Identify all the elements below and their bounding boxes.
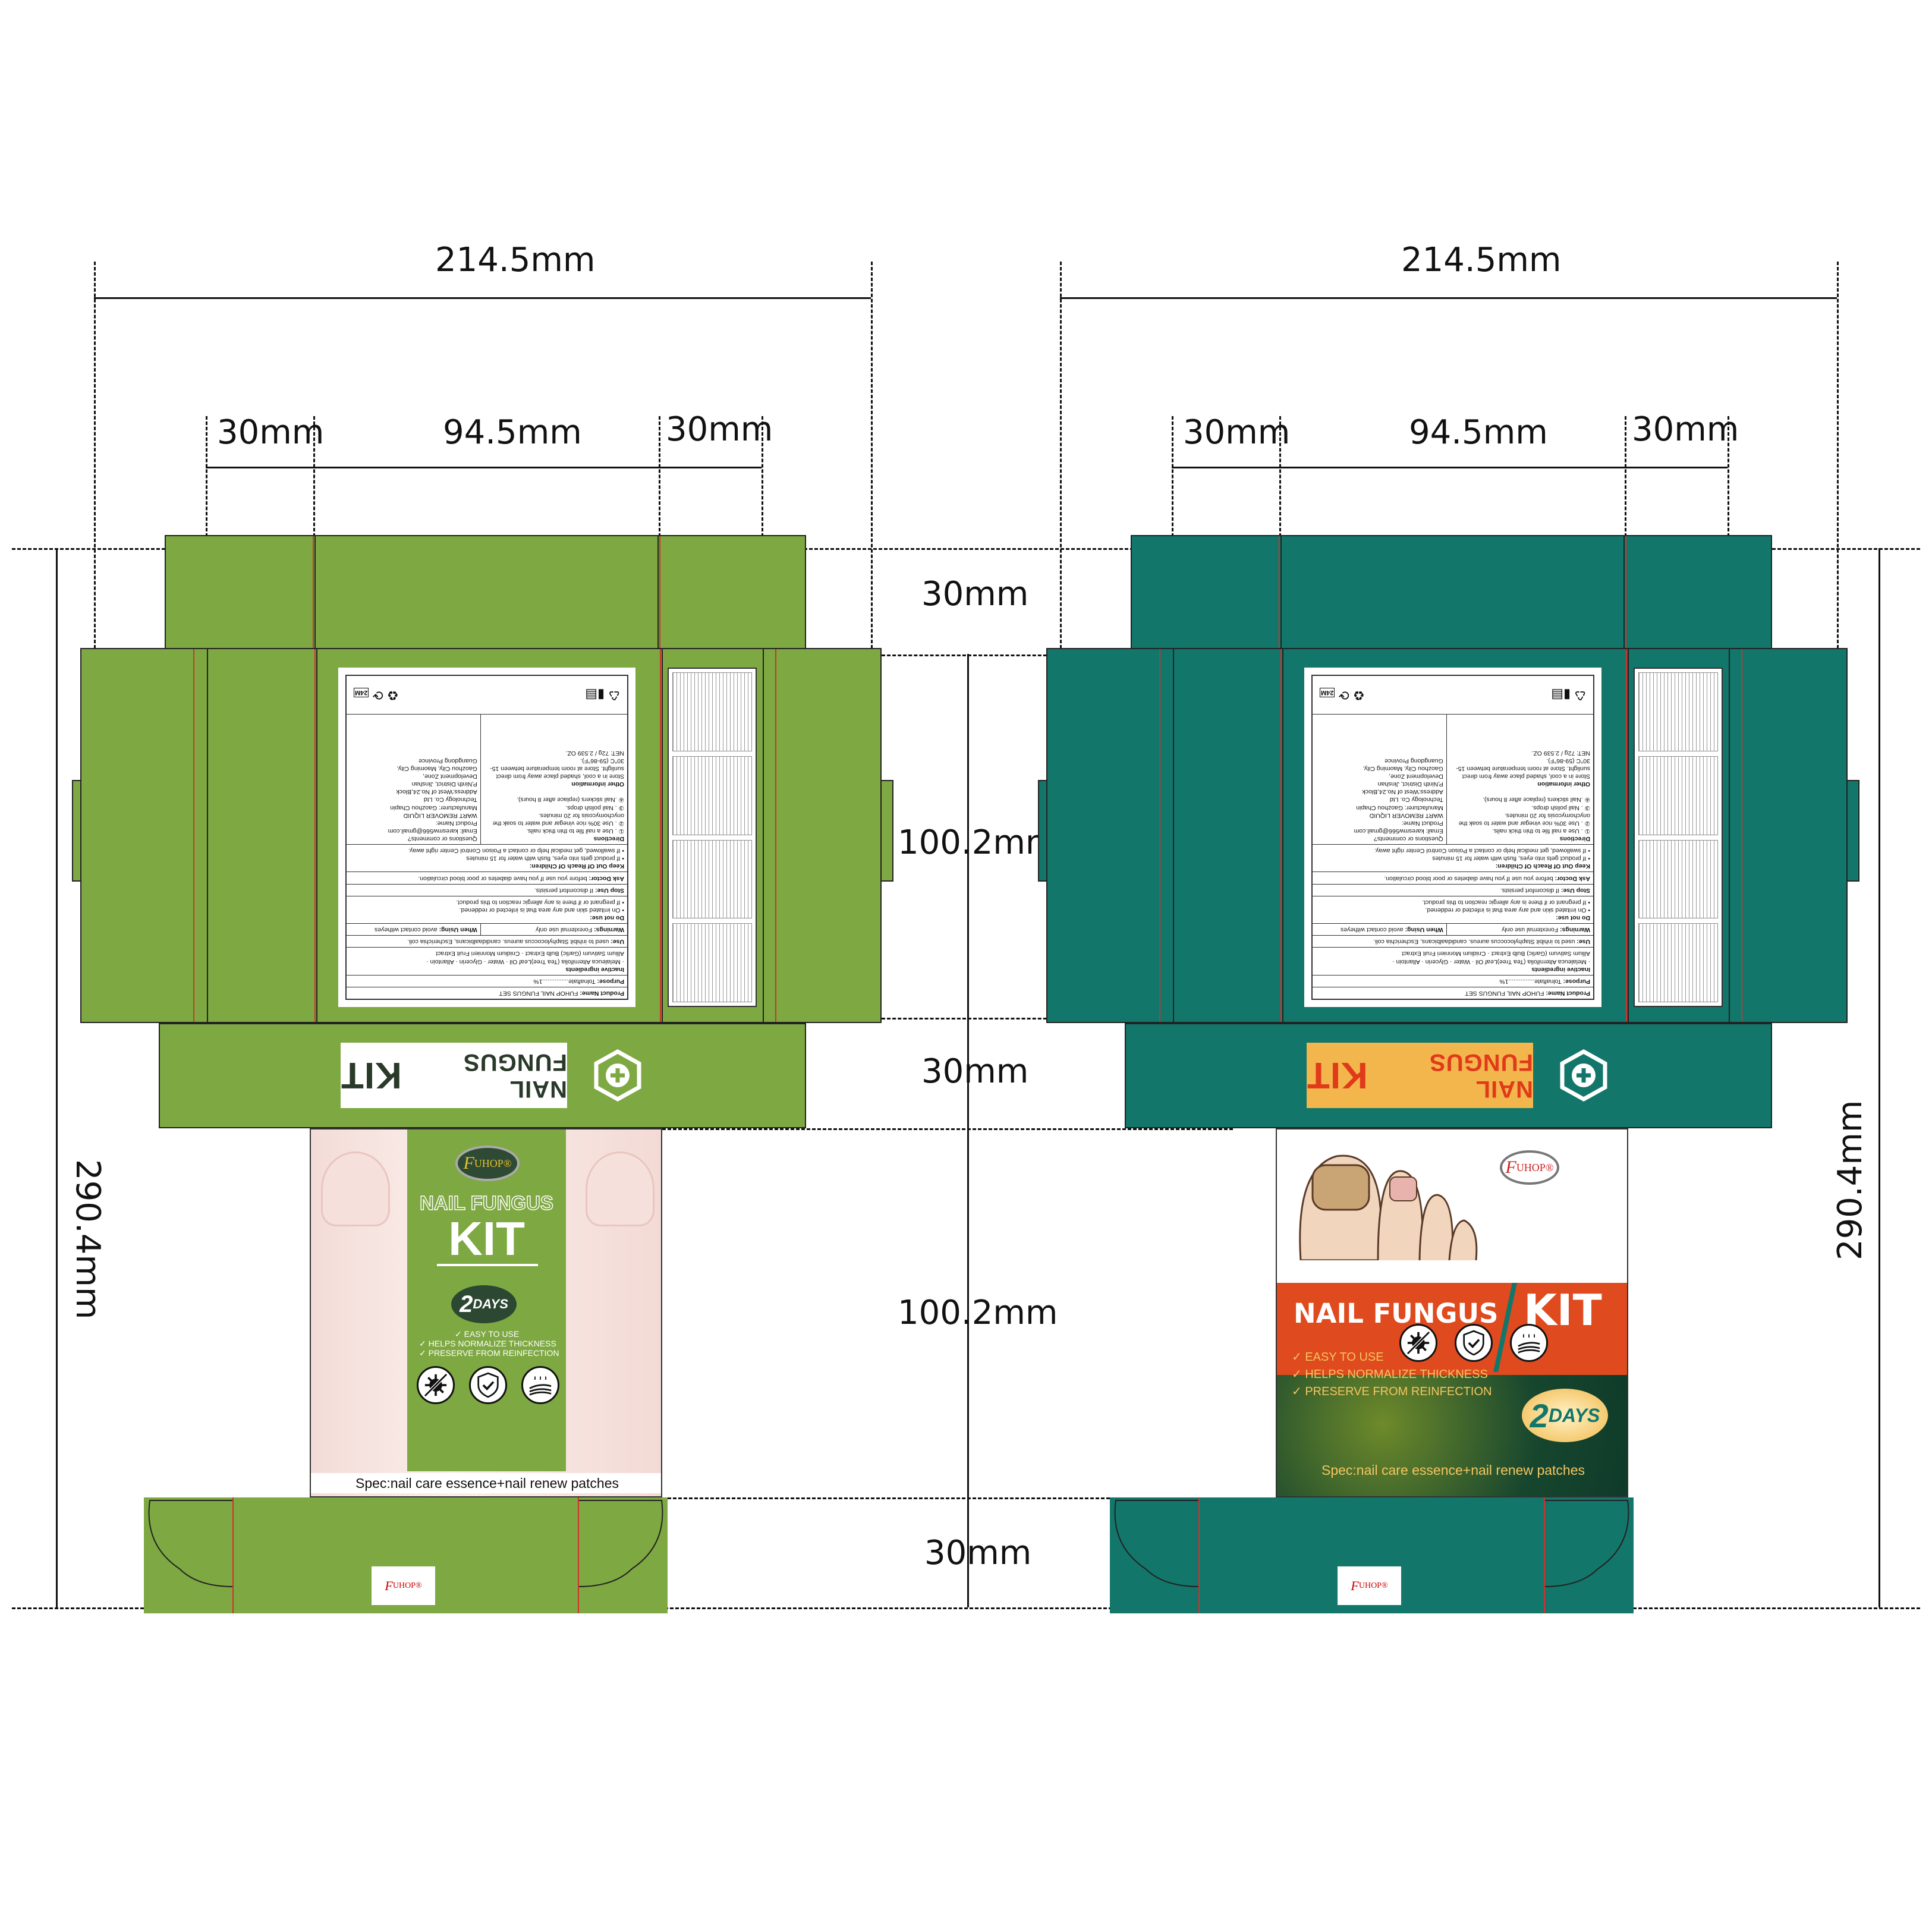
dim-guide: [12, 1607, 1920, 1609]
box-dieline-teal: Product Name: FUHOP NAIL FUNGUS SET Purp…: [966, 0, 1932, 1932]
side-label: [1634, 668, 1723, 1007]
nail-layers-icon: [521, 1366, 559, 1404]
dim-side-right: 30mm: [666, 410, 773, 449]
benefit-item: ✓ PRESERVE FROM REINFECTION: [419, 1348, 559, 1358]
dim-line: [56, 548, 58, 1607]
dim-guide: [871, 262, 873, 654]
dim-line: [206, 467, 762, 468]
product-title: NAIL FUNGUS: [1294, 1298, 1499, 1329]
recycling-icons: ♺ ▮▤♻ ⟳ 24M: [1320, 687, 1586, 703]
glue-tab: [880, 780, 893, 882]
dim-line: [94, 297, 871, 299]
product-kit: KIT: [448, 1212, 525, 1265]
anti-fungus-icon: [1399, 1324, 1437, 1362]
medical-cross-icon: [1560, 1049, 1607, 1102]
dim-guide: [1837, 262, 1839, 654]
dim-width-right: 214.5mm: [1401, 241, 1562, 279]
dim-line: [1878, 548, 1880, 1607]
dim-front-width: 94.5mm: [443, 413, 582, 452]
dim-guide: [1060, 262, 1062, 654]
shield-check-icon: [1455, 1324, 1493, 1362]
shield-check-icon: [469, 1366, 507, 1404]
dim-guide: [662, 1128, 1233, 1130]
dim-guide: [882, 1018, 1149, 1020]
side-label: [668, 668, 757, 1007]
dim-guide: [662, 1497, 1233, 1499]
spec-text: Spec:nail care essence+nail renew patche…: [311, 1473, 661, 1493]
dim-side-left: 30mm: [1183, 413, 1291, 452]
dim-tuck: 30mm: [924, 1534, 1032, 1572]
dim-line: [1172, 467, 1728, 468]
dim-side-left: 30mm: [217, 413, 325, 452]
top-flap: [165, 535, 806, 653]
dim-guide: [94, 262, 96, 654]
divider: [437, 1264, 538, 1266]
back-and-sides-panel: Product Name: FUHOP NAIL FUNGUS SET Purp…: [80, 648, 882, 1023]
dim-front-height: 100.2mm: [898, 1294, 1058, 1332]
ingredient-label: Product Name: FUHOP NAIL FUNGUS SET Purp…: [1304, 668, 1601, 1007]
glue-tab: [1846, 780, 1859, 882]
dim-guide: [12, 548, 1920, 550]
benefit-item: ✓ HELPS NORMALIZE THICKNESS: [1292, 1368, 1488, 1381]
dim-front-width: 94.5mm: [1409, 413, 1548, 452]
top-flap: [1131, 535, 1772, 653]
back-and-sides-panel: Product Name: FUHOP NAIL FUNGUS SET Purp…: [1046, 648, 1848, 1023]
spec-text: Spec:nail care essence+nail renew patche…: [1321, 1462, 1585, 1478]
toe-image: [587, 1153, 653, 1225]
benefit-item: ✓ PRESERVE FROM REINFECTION: [1292, 1385, 1492, 1398]
recycling-icons: ♺ ▮▤♻ ⟳ 24M: [354, 687, 620, 703]
dim-top-flap: 30mm: [921, 575, 1029, 613]
nail-layers-icon: [1510, 1324, 1548, 1362]
benefit-item: ✓ EASY TO USE: [1292, 1351, 1384, 1364]
medical-cross-icon: [594, 1049, 641, 1102]
dim-line: [967, 654, 969, 1607]
dim-back-height: 100.2mm: [898, 823, 1058, 862]
ingredient-label: Product Name: FUHOP NAIL FUNGUS SET Purp…: [338, 668, 635, 1007]
anti-fungus-icon: [417, 1366, 455, 1404]
dim-side-flap: 30mm: [921, 1052, 1029, 1091]
dim-side-right: 30mm: [1632, 410, 1739, 449]
dim-guide: [882, 655, 1149, 656]
dim-width-left: 214.5mm: [435, 241, 596, 279]
foot-illustration: [1299, 1154, 1478, 1260]
box-dieline-green: Product Name: FUHOP NAIL FUNGUS SET Purp…: [72, 535, 893, 1613]
benefit-item: ✓ HELPS NORMALIZE THICKNESS: [419, 1339, 556, 1348]
dim-line: [1060, 297, 1837, 299]
product-title: NAIL FUNGUS: [419, 1191, 553, 1214]
benefit-item: ✓ EASY TO USE: [455, 1329, 520, 1339]
toe-image: [323, 1153, 388, 1225]
